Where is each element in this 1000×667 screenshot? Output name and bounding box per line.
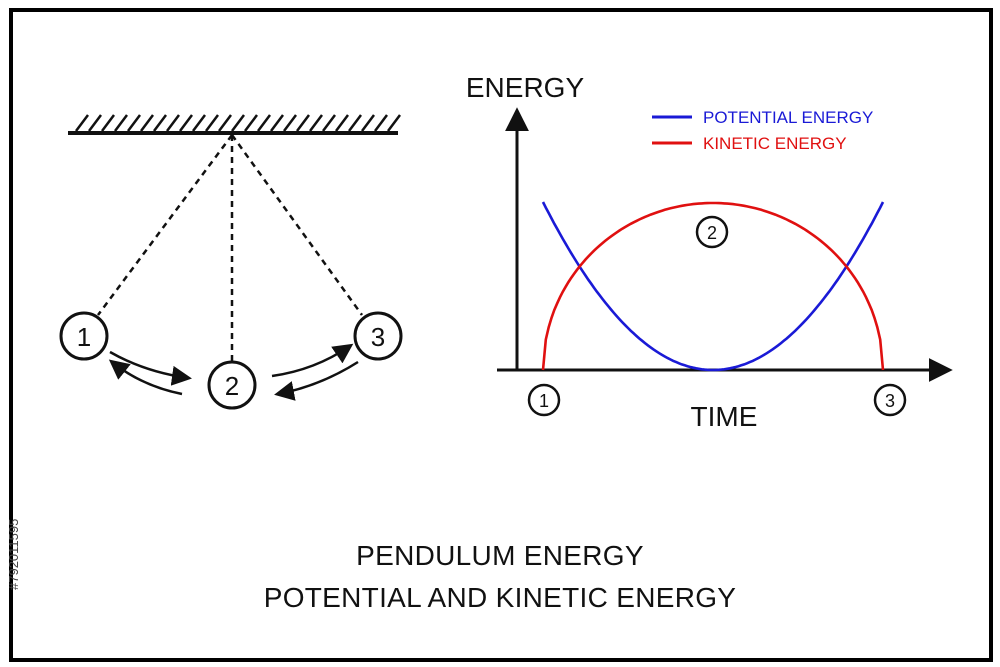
- ceiling-hatch: [296, 114, 310, 132]
- ceiling-hatch: [218, 114, 232, 132]
- bob-label-1: 1: [77, 322, 91, 352]
- ceiling-hatch: [309, 114, 323, 132]
- string-position-3: [230, 134, 364, 316]
- title-line-1: PENDULUM ENERGY: [356, 540, 644, 571]
- kinetic-energy-curve: [541, 201, 885, 371]
- graph-marker-2: 2: [695, 215, 729, 249]
- bob-position-1: 1: [59, 311, 109, 361]
- ceiling-hatch: [231, 114, 245, 132]
- arrow-2-to-1: [108, 359, 183, 396]
- ceiling-hatch: [127, 114, 141, 132]
- ceiling-hatch: [114, 114, 128, 132]
- ceiling-hatch: [88, 114, 102, 132]
- arrow-3-to-2: [274, 360, 359, 401]
- arrow-1-to-2: [109, 350, 192, 386]
- legend-potential-label: POTENTIAL ENERGY: [703, 108, 873, 127]
- ceiling-hatch: [322, 114, 336, 132]
- ceiling-hatch: [75, 114, 89, 132]
- bob-label-2: 2: [225, 371, 239, 401]
- ceiling-hatch: [374, 114, 388, 132]
- stock-id-watermark: #792011595: [6, 518, 21, 590]
- graph-marker-label-2: 2: [707, 223, 717, 243]
- bob-position-2: 2: [207, 360, 257, 410]
- ceiling-hatch: [244, 114, 258, 132]
- ceiling-hatch: [387, 114, 401, 132]
- bob-label-3: 3: [371, 322, 385, 352]
- diagram-frame: [9, 8, 993, 662]
- ceiling-hatch: [270, 114, 284, 132]
- y-axis-label: ENERGY: [466, 72, 585, 103]
- graph-marker-label-3: 3: [885, 391, 895, 411]
- ceiling-hatch: [361, 114, 375, 132]
- ceiling-hatch: [140, 114, 154, 132]
- graph-marker-label-1: 1: [539, 391, 549, 411]
- pendulum-strings: [96, 134, 364, 362]
- ceiling-hatch: [335, 114, 349, 132]
- legend: POTENTIAL ENERGY KINETIC ENERGY: [652, 108, 873, 153]
- ceiling-hatch: [205, 114, 219, 132]
- ceiling-hatch: [283, 114, 297, 132]
- ceiling-support: [68, 114, 401, 135]
- potential-energy-curve: [541, 201, 885, 372]
- bob-position-3: 3: [353, 311, 403, 361]
- x-axis-label: TIME: [691, 401, 758, 432]
- graph-marker-1: 1: [527, 383, 561, 417]
- ceiling-hatch: [257, 114, 271, 132]
- ceiling-hatch: [101, 114, 115, 132]
- ceiling-hatch: [153, 114, 167, 132]
- string-position-1: [96, 134, 234, 316]
- swing-arrows: [108, 343, 359, 401]
- title-line-2: POTENTIAL AND KINETIC ENERGY: [263, 582, 737, 613]
- graph-marker-3: 3: [873, 383, 907, 417]
- ceiling-hatch: [166, 114, 180, 132]
- ceiling-hatch: [348, 114, 362, 132]
- ceiling-hatch: [192, 114, 206, 132]
- ceiling-hatch: [179, 114, 193, 132]
- legend-kinetic-label: KINETIC ENERGY: [703, 134, 847, 153]
- arrow-2-to-3: [271, 343, 354, 378]
